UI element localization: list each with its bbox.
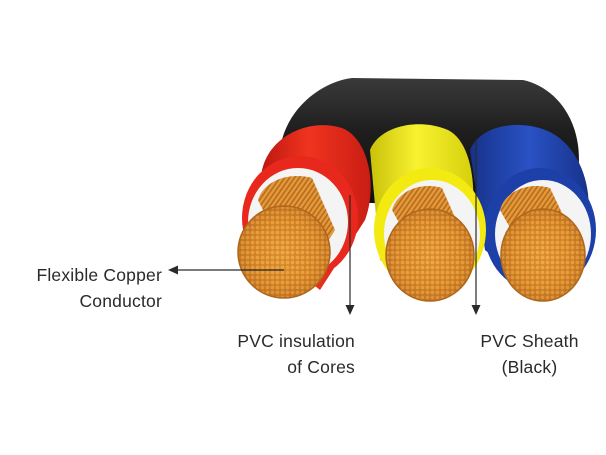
core-red <box>237 125 371 299</box>
label-pvc-sheath: PVC Sheath (Black) <box>462 328 597 380</box>
label-sheath-line1: PVC Sheath <box>480 331 579 351</box>
label-copper-line1: Flexible Copper <box>36 265 162 285</box>
label-copper-line2: Conductor <box>79 291 162 311</box>
core-yellow <box>370 124 486 302</box>
core-blue <box>470 124 596 302</box>
label-insulation-line1: PVC insulation <box>237 331 355 351</box>
pointer-insulation <box>345 195 355 315</box>
label-insulation-line2: of Cores <box>287 357 355 377</box>
pointer-sheath <box>471 140 481 315</box>
label-sheath-line2: (Black) <box>501 357 558 377</box>
label-pvc-insulation: PVC insulation of Cores <box>196 328 355 380</box>
label-flexible-copper-conductor: Flexible Copper Conductor <box>4 262 162 314</box>
pointer-copper <box>168 265 284 275</box>
